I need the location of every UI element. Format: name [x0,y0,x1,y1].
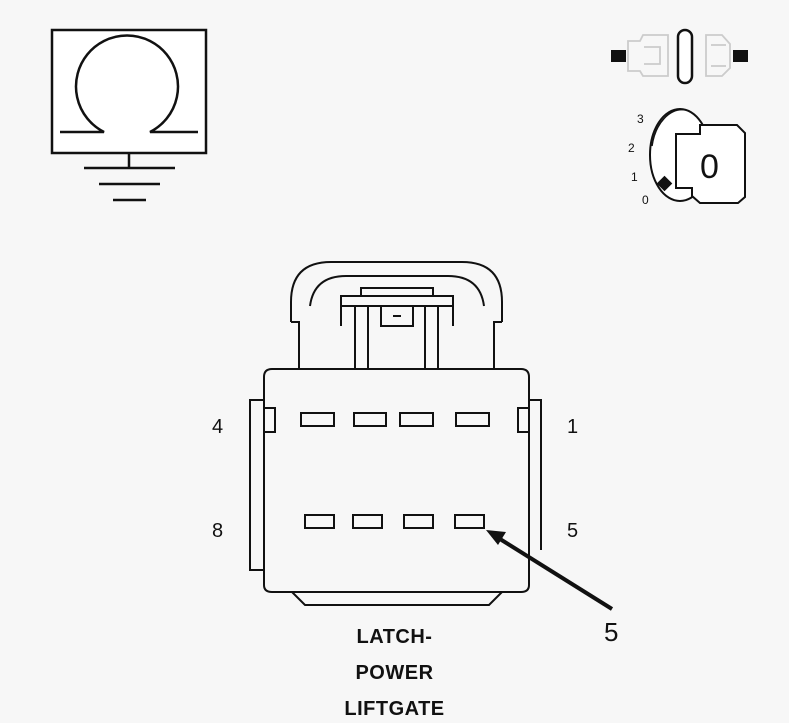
key-position-2: 2 [628,141,635,155]
ohmmeter-ground-icon [50,28,208,202]
key-position-0: 0 [642,193,649,207]
connector-title-line-1: LATCH- [356,626,433,648]
ignition-key-off-icon: 3 2 1 0 0 [628,108,746,207]
pin-label-bottom-left: 8 [212,520,223,542]
callout-pin-number: 5 [604,617,618,647]
key-label: 0 [700,148,719,186]
callout-arrow [486,530,614,611]
pin-label-top-left: 4 [212,416,223,438]
pin-label-bottom-right: 5 [567,520,578,542]
connector-title-line-3: LIFTGATE [344,698,445,720]
key-position-1: 1 [631,170,638,184]
key-position-3: 3 [637,112,644,126]
pin-label-top-right: 1 [567,416,578,438]
connector-title-line-2: POWER [355,662,434,684]
connector-disconnected-icon [611,28,748,85]
connector-face [249,261,542,606]
